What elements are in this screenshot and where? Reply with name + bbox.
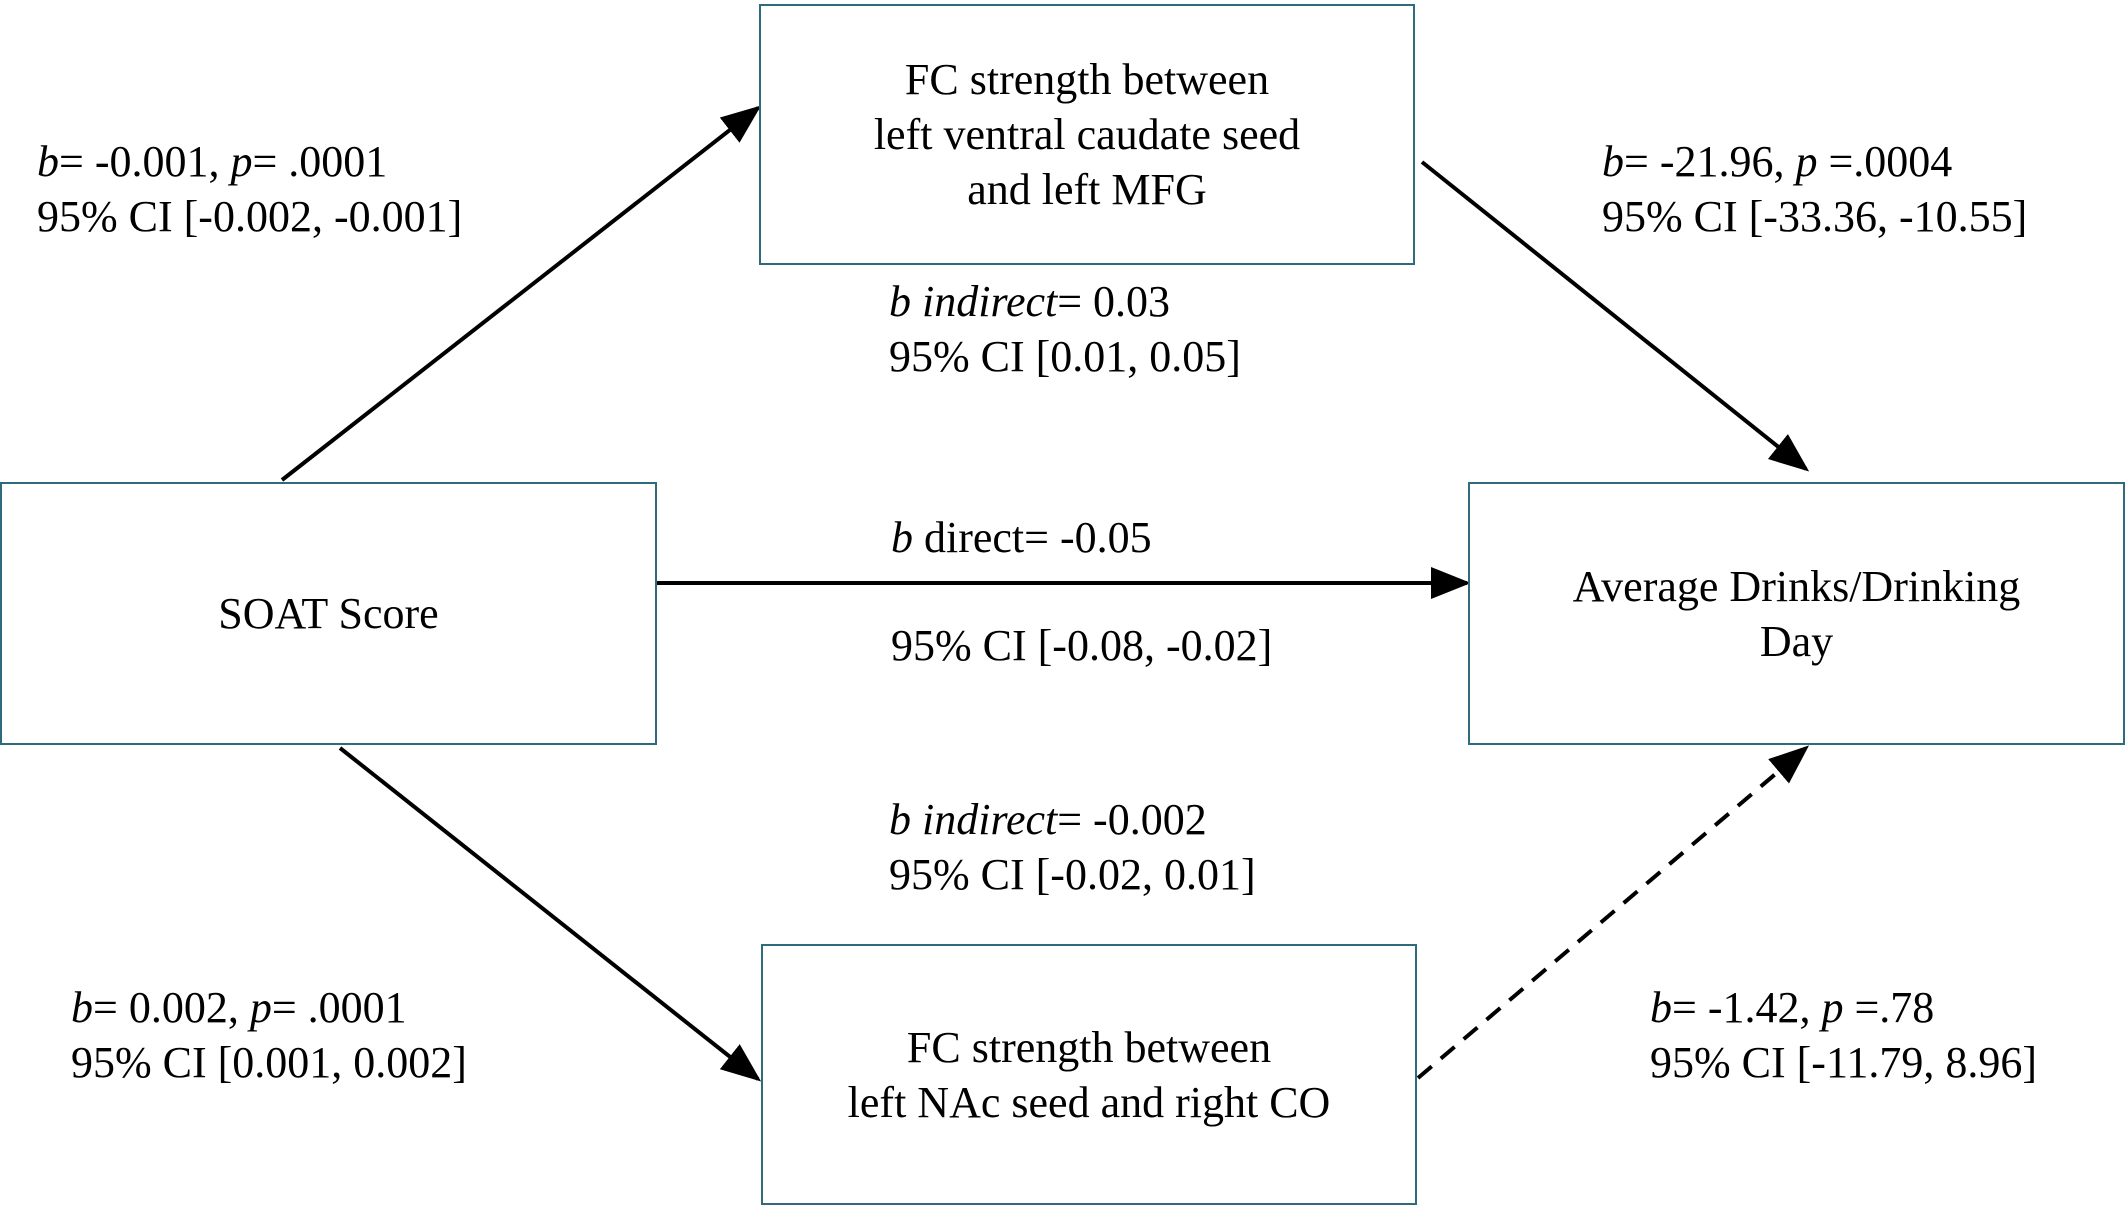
label-indirect-top-value: = 0.03 — [1057, 277, 1171, 326]
label-path-b1-coef: b= -21.96, p =.0004 — [1602, 134, 2027, 189]
label-path-b1-p-value: =.0004 — [1817, 137, 1953, 186]
label-path-a1-p-symbol: p — [230, 137, 253, 186]
node-mediator-top-line-2: left ventral caudate seed — [873, 110, 1301, 159]
label-direct-ci: 95% CI [-0.08, -0.02] — [891, 618, 1272, 673]
arrow-mediator-bottom-to-outcome-dashed — [1416, 745, 1810, 1080]
label-direct-ci-text: 95% CI [-0.08, -0.02] — [891, 621, 1273, 670]
label-path-a2-ci: 95% CI [0.001, 0.002] — [71, 1038, 467, 1087]
label-indirect-top-coef: b indirect= 0.03 — [889, 274, 1241, 329]
label-path-b1-p-symbol: p — [1795, 137, 1818, 186]
label-indirect-bottom-symbol: b indirect — [889, 795, 1058, 844]
node-outcome-line-2: Day — [1759, 616, 1834, 666]
node-outcome: Average Drinks/Drinking Day — [1468, 482, 2125, 745]
label-path-a2-b-value: = 0.002, — [93, 983, 250, 1032]
label-path-b2-p-value: =.78 — [1843, 983, 1935, 1032]
node-soat-line-1: SOAT Score — [218, 589, 439, 638]
label-path-a2: b= 0.002, p= .0001 95% CI [0.001, 0.002] — [71, 980, 467, 1090]
label-path-a1: b= -0.001, p= .0001 95% CI [-0.002, -0.0… — [37, 134, 462, 244]
label-path-a1-ci: 95% CI [-0.002, -0.001] — [37, 192, 463, 241]
node-mediator-bottom-line-1: FC strength between — [906, 1022, 1272, 1072]
label-direct-coef: b direct= -0.05 — [891, 510, 1152, 565]
label-indirect-top: b indirect= 0.03 95% CI [0.01, 0.05] — [889, 274, 1241, 384]
label-path-b2: b= -1.42, p =.78 95% CI [-11.79, 8.96] — [1650, 980, 2037, 1090]
label-indirect-bottom-coef: b indirect= -0.002 — [889, 792, 1256, 847]
label-indirect-top-symbol: b indirect — [889, 277, 1058, 326]
label-indirect-top-ci: 95% CI [0.01, 0.05] — [889, 332, 1241, 381]
label-path-a2-coef: b= 0.002, p= .0001 — [71, 980, 467, 1035]
label-path-b2-ci: 95% CI [-11.79, 8.96] — [1650, 1038, 2037, 1087]
label-path-b2-b-symbol: b — [1650, 983, 1672, 1032]
label-path-b1-b-symbol: b — [1602, 137, 1624, 186]
label-path-b2-coef: b= -1.42, p =.78 — [1650, 980, 2037, 1035]
label-path-a1-coef: b= -0.001, p= .0001 — [37, 134, 462, 189]
label-path-a1-b-value: = -0.001, — [59, 137, 231, 186]
label-direct-value: direct= -0.05 — [913, 513, 1152, 562]
node-outcome-line-1: Average Drinks/Drinking — [1572, 561, 2021, 611]
node-mediator-top-line-3: and left MFG — [967, 165, 1207, 214]
label-direct-symbol: b — [891, 513, 913, 562]
arrow-mediator-top-to-outcome — [1420, 160, 1810, 472]
label-indirect-bottom-ci: 95% CI [-0.02, 0.01] — [889, 850, 1256, 899]
label-path-a1-p-value: = .0001 — [252, 137, 388, 186]
label-path-b2-b-value: = -1.42, — [1672, 983, 1822, 1032]
node-mediator-bottom: FC strength between left NAc seed and ri… — [761, 944, 1417, 1205]
node-soat-score: SOAT Score — [0, 482, 657, 745]
node-mediator-top: FC strength between left ventral caudate… — [759, 4, 1415, 265]
label-path-a1-b-symbol: b — [37, 137, 59, 186]
label-path-b1-b-value: = -21.96, — [1624, 137, 1796, 186]
arrow-soat-to-mediator-top — [280, 105, 762, 482]
label-path-a2-b-symbol: b — [71, 983, 93, 1032]
label-path-b1: b= -21.96, p =.0004 95% CI [-33.36, -10.… — [1602, 134, 2027, 244]
label-path-a2-p-value: = .0001 — [271, 983, 407, 1032]
label-path-b1-ci: 95% CI [-33.36, -10.55] — [1602, 192, 2028, 241]
label-path-a2-p-symbol: p — [249, 983, 272, 1032]
label-indirect-bottom: b indirect= -0.002 95% CI [-0.02, 0.01] — [889, 792, 1256, 902]
node-mediator-top-line-1: FC strength between — [904, 55, 1270, 104]
label-path-b2-p-symbol: p — [1821, 983, 1844, 1032]
node-mediator-bottom-line-2: left NAc seed and right CO — [847, 1077, 1331, 1127]
arrow-soat-to-mediator-bottom — [338, 746, 762, 1082]
label-indirect-bottom-value: = -0.002 — [1057, 795, 1207, 844]
